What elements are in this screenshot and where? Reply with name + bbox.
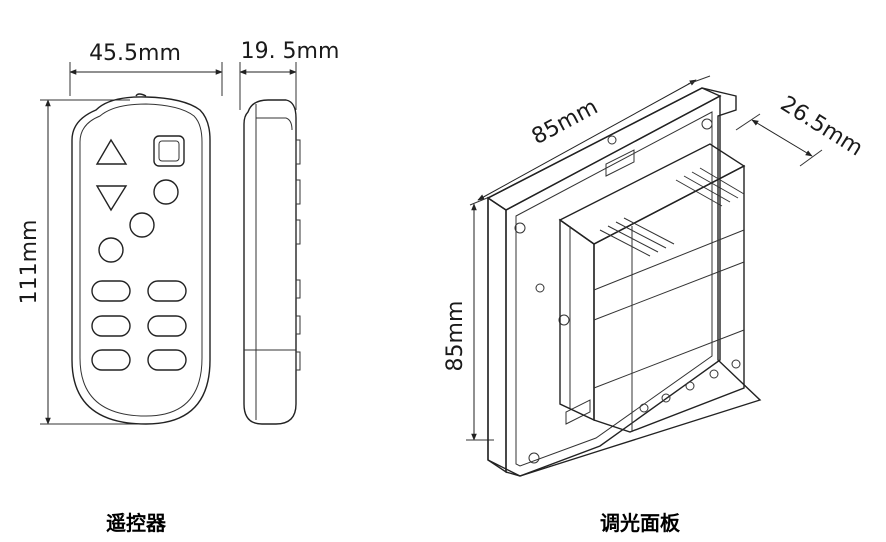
terminal-hole-3: [685, 381, 695, 391]
side-key-2: [295, 179, 301, 205]
side-key-1: [295, 139, 301, 165]
screw-hole-1: [514, 222, 526, 234]
fin-8: [699, 167, 745, 195]
round-button-2: [129, 212, 155, 238]
panel-faceplate-front: [505, 94, 721, 477]
terminal-hole-1: [639, 403, 649, 413]
panel-caption: 调光面板: [600, 511, 681, 535]
screw-hole-4: [535, 283, 545, 293]
panel-faceplate-left-edge: [487, 196, 507, 474]
pill-button-6: [147, 349, 187, 371]
fin-3: [615, 221, 667, 249]
panel-faceplate-top-edge: [486, 87, 722, 211]
remote-front-view: 45.5mm 111mm: [17, 41, 223, 425]
terminal-hole-5: [731, 359, 741, 369]
screw-hole-5: [558, 314, 570, 326]
pill-button-1: [91, 280, 131, 302]
pill-button-2: [147, 280, 187, 302]
side-key-3: [295, 219, 301, 245]
panel-depth-dimension-line: [751, 119, 813, 157]
panel-width-label: 85mm: [528, 95, 602, 150]
round-button-3: [98, 237, 124, 263]
pill-button-3: [91, 315, 131, 337]
stop-square-inner: [158, 140, 180, 162]
remote-side-view: 19. 5mm: [239, 39, 340, 425]
dimmer-panel-view: 85mm 85mm 26.5mm: [443, 75, 867, 477]
panel-height-label: 85mm: [443, 301, 468, 372]
mount-clip-top: [605, 149, 635, 177]
fin-7: [691, 171, 739, 199]
fin-4: [623, 217, 675, 245]
up-triangle-icon: [95, 138, 128, 165]
remote-side-top-edge: [256, 117, 293, 131]
panel-width-ext-right: [687, 75, 711, 85]
stop-square-icon: [153, 135, 185, 167]
side-key-4: [295, 279, 301, 299]
remote-top-nub: [135, 93, 147, 97]
screw-hole-3: [528, 452, 540, 464]
panel-width-dimension-line: [477, 79, 697, 201]
module-fins: [599, 167, 745, 257]
screw-hole-6: [607, 135, 617, 145]
remote-body-outline: [71, 96, 211, 425]
terminal-hole-4: [709, 369, 719, 379]
remote-width-label: 45.5mm: [89, 41, 181, 66]
fin-5: [675, 179, 723, 207]
round-button-1: [153, 179, 179, 205]
fin-2: [607, 225, 659, 253]
side-key-6: [295, 351, 301, 371]
remote-side-outline: [243, 99, 297, 425]
remote-body-inner-outline: [79, 103, 203, 417]
down-triangle-icon: [95, 185, 128, 212]
panel-depth-ext-left: [735, 113, 761, 131]
module-step-line-3: [593, 329, 745, 389]
mount-clip-bottom: [565, 399, 591, 425]
panel-faceplate-back: [487, 87, 762, 477]
remote-depth-label: 19. 5mm: [241, 39, 340, 64]
module-front-side: [559, 218, 595, 422]
pill-button-4: [147, 315, 187, 337]
fin-1: [599, 229, 651, 257]
module-step-line-2: [593, 261, 745, 321]
side-key-5: [295, 315, 301, 335]
panel-faceplate-inner: [515, 111, 713, 467]
fin-6: [683, 175, 731, 203]
remote-height-label: 111mm: [17, 220, 42, 305]
screw-hole-2: [701, 118, 713, 130]
module-step-line-1: [593, 229, 745, 291]
pill-button-5: [91, 349, 131, 371]
remote-caption: 遥控器: [106, 511, 167, 535]
terminal-hole-2: [661, 393, 671, 403]
panel-depth-ext-right: [799, 149, 823, 167]
